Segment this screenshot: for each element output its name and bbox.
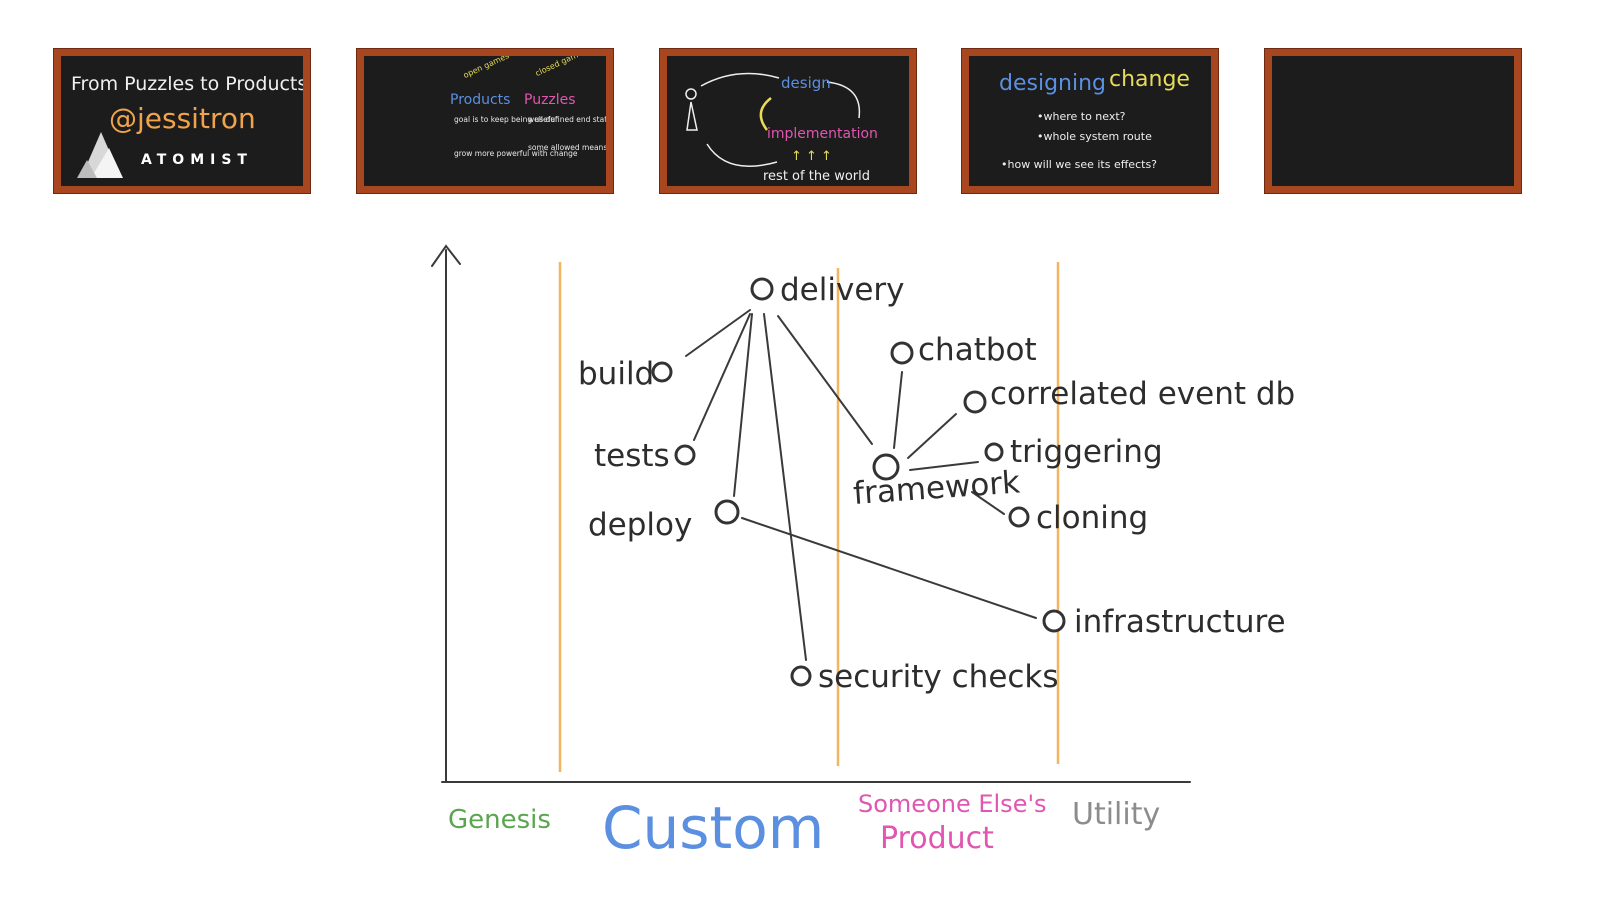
link-framework-cloning	[971, 491, 1005, 515]
atomist-logo-icon	[77, 132, 123, 178]
link-framework-triggering	[909, 461, 979, 471]
node-delivery	[750, 277, 774, 301]
slide-2-content: open games closed games Products Puzzles…	[450, 56, 606, 158]
slide-1-content: From Puzzles to Products @jessitron ATOM…	[71, 73, 303, 178]
slide-2-products-point-1: goal is to keep being useful	[454, 115, 557, 124]
node-correlated	[963, 390, 987, 414]
slide-2-puzzles-point-2: some allowed means to reach it	[528, 143, 606, 152]
slide-2-products-heading: Products	[450, 92, 510, 108]
slide-thumbnail-1[interactable]: From Puzzles to Products @jessitron ATOM…	[53, 48, 311, 194]
link-delivery-security	[763, 313, 807, 661]
slide-thumbnail-2[interactable]: open games closed games Products Puzzles…	[356, 48, 614, 194]
cycle-arrow-top	[700, 72, 780, 87]
slide-4-point-3: •how will we see its effects?	[1001, 158, 1157, 171]
slide-thumbnail-strip: From Puzzles to Products @jessitron ATOM…	[0, 0, 1600, 200]
label-triggering: triggering	[1010, 434, 1163, 470]
slide-thumbnail-4[interactable]: designing change •where to next? •whole …	[961, 48, 1219, 194]
label-cloning: cloning	[1036, 500, 1148, 536]
person-icon	[685, 88, 698, 131]
node-security	[790, 665, 812, 687]
link-delivery-tests	[693, 313, 751, 441]
slide-2-puzzles-point-1: well-defined end state	[528, 115, 606, 124]
stage-label-custom: Custom	[602, 794, 824, 862]
link-framework-chatbot	[893, 371, 903, 449]
stage-label-someone-line2: Product	[880, 821, 994, 856]
label-tests: tests	[594, 438, 670, 474]
link-deploy-infrastructure	[741, 517, 1037, 619]
label-correlated: correlated event db	[990, 376, 1295, 412]
node-tests	[674, 444, 696, 466]
connections	[685, 309, 1037, 661]
link-delivery-deploy	[733, 313, 753, 497]
node-cloning	[1008, 506, 1030, 528]
label-delivery: delivery	[780, 272, 904, 308]
slide-1-brand: ATOMIST	[141, 152, 253, 168]
slide-thumbnail-3[interactable]: design implementation ↑ ↑ ↑ rest of the …	[659, 48, 917, 194]
cycle-arrow-right	[826, 81, 861, 119]
node-triggering	[984, 442, 1004, 462]
slide-3-design: design	[781, 74, 831, 92]
evolution-map: delivery build tests deploy security che…	[431, 244, 1295, 862]
label-chatbot: chatbot	[918, 332, 1037, 368]
node-framework	[872, 453, 900, 481]
slide-4-title-b: change	[1109, 67, 1190, 92]
stage-label-someone-line1: Someone Else's	[858, 790, 1047, 818]
slide-3-content: design implementation ↑ ↑ ↑ rest of the …	[685, 72, 878, 184]
slide-3-implementation: implementation	[767, 126, 878, 142]
label-build: build	[578, 356, 654, 392]
slide-2-closed-label: closed games	[534, 56, 588, 78]
slide-4-point-2: •whole system route	[1037, 130, 1152, 143]
slide-2-open-label: open games	[462, 56, 511, 80]
link-delivery-build	[685, 309, 751, 357]
slide-3-rest: rest of the world	[763, 169, 870, 184]
slide-1-title: From Puzzles to Products	[71, 73, 303, 95]
node-build	[651, 361, 673, 383]
node-infrastructure	[1042, 609, 1066, 633]
feedback-arrow	[759, 97, 772, 131]
cycle-arrow-bottom	[706, 143, 778, 168]
label-infrastructure: infrastructure	[1074, 604, 1286, 640]
label-security: security checks	[818, 659, 1059, 695]
slide-4-content: designing change •where to next? •whole …	[999, 67, 1190, 171]
stage-label-utility: Utility	[1072, 797, 1160, 832]
slide-1-handle: @jessitron	[109, 102, 256, 135]
slide-thumbnail-5[interactable]	[1264, 48, 1522, 194]
y-axis-arrow-icon	[431, 244, 461, 267]
link-framework-correlated	[907, 413, 957, 459]
node-chatbot	[890, 341, 914, 365]
slide-2-puzzles-heading: Puzzles	[524, 92, 576, 108]
slide-2-products-point-2: grow more powerful with change	[454, 149, 578, 158]
label-deploy: deploy	[588, 507, 692, 543]
slide-3-arrows: ↑ ↑ ↑	[791, 149, 832, 164]
node-deploy	[714, 499, 740, 525]
link-delivery-framework	[777, 315, 873, 445]
slide-4-point-1: •where to next?	[1037, 110, 1126, 123]
stage-label-genesis: Genesis	[448, 805, 551, 835]
slide-4-title-a: designing	[999, 71, 1106, 96]
